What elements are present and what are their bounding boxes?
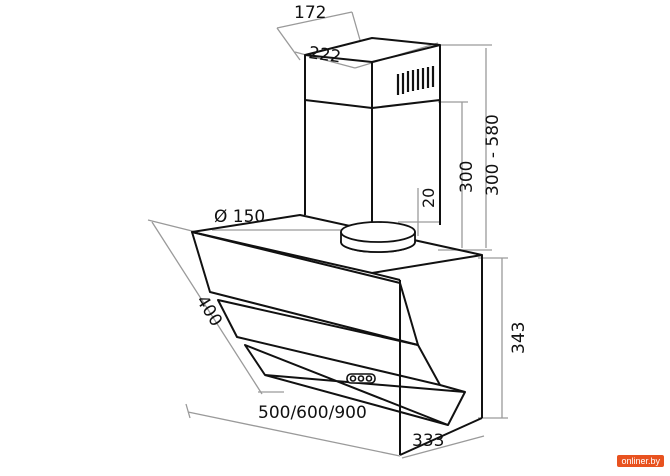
label-chimney-depth: 172 <box>294 3 326 23</box>
label-hood-depth: 333 <box>412 431 444 451</box>
dim-line-333 <box>401 435 485 459</box>
hood-bottom-edge <box>399 417 483 456</box>
chimney-joint <box>304 99 373 109</box>
label-outlet-diameter: Ø 150 <box>214 207 265 227</box>
dim-line-172 <box>276 11 353 29</box>
label-chimney-lower: 300 <box>457 161 477 193</box>
label-chimney-width: 222 <box>307 43 342 67</box>
label-chimney-adjustable: 300 - 580 <box>483 114 503 196</box>
dim-line-width <box>187 411 401 457</box>
control-buttons-icon <box>346 373 376 384</box>
glass-panel-middle <box>217 299 441 386</box>
vent-grille-icon <box>396 66 435 95</box>
label-hood-height: 343 <box>509 322 529 354</box>
label-outlet-offset: 20 <box>419 188 438 208</box>
dim-line-400 <box>151 221 263 395</box>
label-glass-panel: 400 <box>192 292 226 330</box>
watermark-badge: onliner.by <box>617 455 664 467</box>
outlet-pipe <box>340 221 416 253</box>
label-hood-width: 500/600/900 <box>258 403 367 423</box>
